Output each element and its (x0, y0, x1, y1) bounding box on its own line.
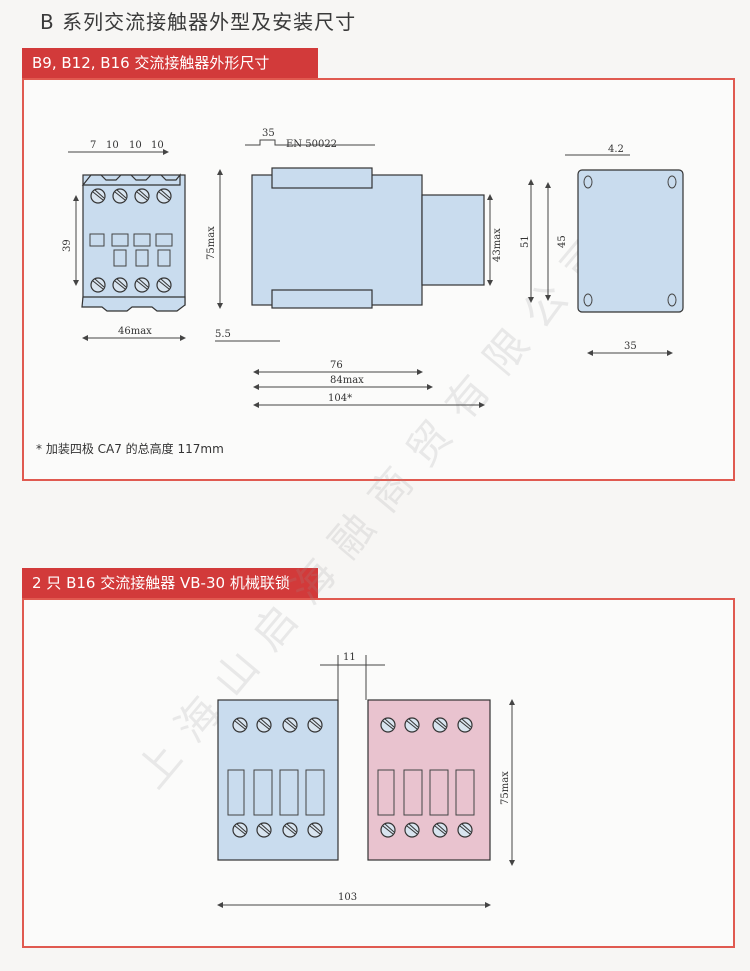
section2-banner: 2 只 B16 交流接触器 VB-30 机械联锁 (22, 568, 318, 598)
dim-45: 45 (557, 235, 568, 248)
dim-width-46max: 46max (118, 326, 152, 337)
mounting-plate-drawing: 4.2 51 45 35 (520, 144, 684, 356)
dim-depth-76: 76 (330, 360, 343, 371)
dim-offset-5.5: 5.5 (215, 329, 231, 340)
interlock-drawing: 11 75max 103 (217, 652, 515, 908)
dim-height-75max-2: 75max (500, 771, 511, 805)
dim-hole-4.2: 4.2 (608, 144, 624, 155)
dim-gap-11: 11 (343, 652, 356, 663)
dim-aux-43max: 43max (492, 228, 503, 262)
front-view-drawing: 7 10 10 10 39 46max (62, 140, 186, 341)
dim-pitch-1: 10 (106, 140, 119, 151)
dim-35: 35 (624, 341, 637, 352)
dim-height-75max: 75max (206, 226, 217, 260)
rail-standard: EN 50022 (286, 139, 337, 150)
side-view-drawing: 35 EN 50022 75max 43max 5.5 76 84max 104… (206, 128, 503, 408)
dim-depth-84max: 84max (330, 375, 364, 386)
dim-rail-35: 35 (262, 128, 275, 139)
page-title: B 系列交流接触器外型及安装尺寸 (40, 10, 357, 34)
footnote: * 加装四极 CA7 的总高度 117mm (36, 442, 224, 456)
dim-depth-104: 104* (328, 393, 352, 404)
section1-banner: B9, B12, B16 交流接触器外形尺寸 (22, 48, 318, 78)
dim-height-39: 39 (62, 239, 73, 252)
dim-51: 51 (520, 235, 531, 248)
dim-pitch-2: 10 (129, 140, 142, 151)
dim-total-103: 103 (338, 892, 357, 903)
dim-pitch-3: 10 (151, 140, 164, 151)
dim-pitch-0: 7 (90, 140, 96, 151)
